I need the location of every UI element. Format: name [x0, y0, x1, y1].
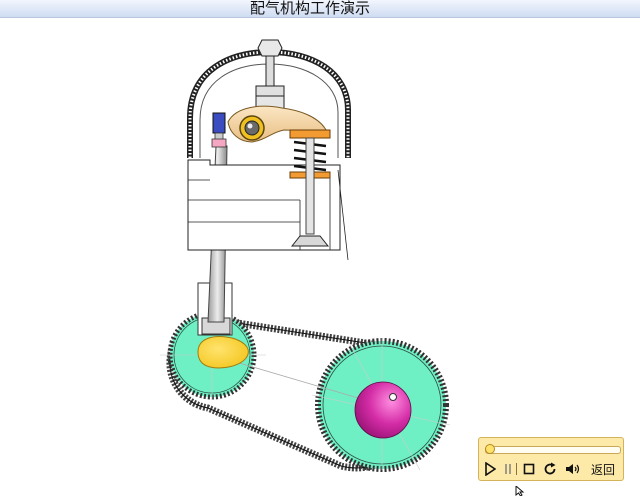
replay-button[interactable] [543, 460, 557, 478]
stop-icon [523, 463, 535, 475]
control-divider [516, 463, 517, 475]
play-button[interactable] [484, 460, 496, 478]
volume-icon [566, 464, 580, 474]
camshaft-hub [354, 381, 412, 439]
volume-button[interactable] [565, 460, 581, 478]
replay-icon [544, 462, 556, 475]
progress-slider[interactable] [485, 444, 621, 454]
window-title: 配气机构工作演示 [249, 0, 370, 17]
valve-head [290, 235, 330, 247]
player-controls: 返回 [478, 437, 624, 481]
title-bar: 配气机构工作演示 [0, 0, 640, 18]
stop-button[interactable] [523, 460, 535, 478]
back-button[interactable]: 返回 [589, 460, 615, 478]
cover-nut [257, 39, 283, 57]
adjusting-screw [212, 112, 226, 134]
pause-button[interactable] [504, 460, 512, 478]
hub-marker [389, 393, 397, 401]
progress-thumb[interactable] [485, 444, 496, 454]
play-icon [485, 462, 496, 476]
back-button-label: 返回 [591, 462, 616, 477]
pause-icon [505, 464, 511, 474]
cam-lobe [197, 336, 249, 369]
valve-stem [305, 137, 315, 235]
